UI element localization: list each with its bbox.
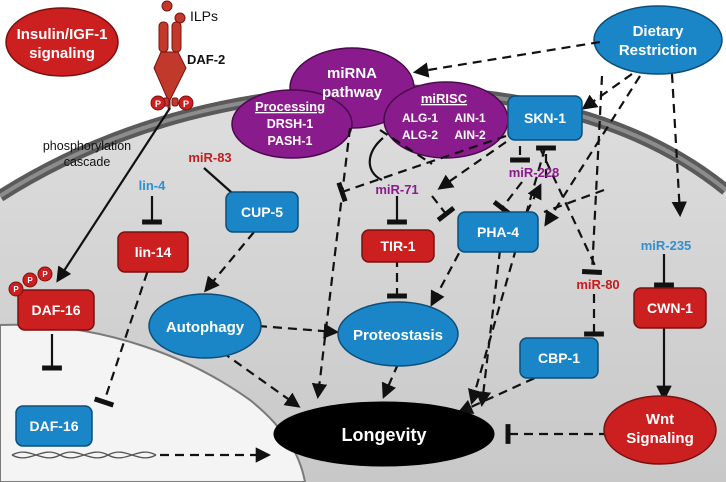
daf16-nuclear-label: DAF-16 — [29, 418, 78, 434]
daf16-label: DAF-16 — [31, 302, 80, 318]
svg-text:P: P — [155, 99, 161, 109]
pathway-edges — [42, 107, 674, 402]
dietary-label-2: Restriction — [619, 42, 697, 59]
insulin-signaling-node — [5, 7, 119, 77]
mir80-label: miR-80 — [576, 277, 619, 292]
daf2-receptor-icon — [153, 21, 187, 109]
edge-dr-mir80 — [581, 75, 604, 275]
lin14-label: lin-14 — [135, 244, 172, 260]
dna-icon — [11, 451, 157, 459]
wnt-label-2: Signaling — [626, 430, 694, 447]
edge-proteostasis-longevity — [381, 363, 400, 399]
cwn1-label: CWN-1 — [647, 300, 693, 316]
edge-mirisc-mir71 — [368, 137, 384, 181]
daf16-phospho-icon: P P P — [8, 266, 53, 297]
phospho-cascade-label-2: cascade — [64, 155, 111, 169]
processing-title: Processing — [255, 99, 325, 114]
skn1-box — [507, 95, 583, 141]
proteostasis-label: Proteostasis — [353, 327, 443, 344]
svg-text:P: P — [27, 276, 33, 285]
ilp-icon — [161, 0, 186, 24]
edge-skn1-mir80 — [539, 147, 599, 273]
svg-text:P: P — [13, 285, 19, 294]
ilps-label: ILPs — [190, 8, 218, 24]
wnt-signaling-node — [603, 395, 717, 465]
edge-dr-skn1 — [581, 73, 633, 110]
pha4-label: PHA-4 — [477, 224, 519, 240]
autophagy-label: Autophagy — [166, 319, 245, 336]
longevity-node — [273, 401, 495, 467]
cwn1-box — [633, 287, 707, 329]
processing-pash1: PASH-1 — [268, 134, 313, 148]
mir235-label: miR-235 — [641, 238, 692, 253]
cbp1-box — [519, 337, 599, 379]
edge-skn1-mir71 — [437, 141, 507, 190]
edge-dr-mir235 — [670, 73, 687, 218]
daf16-nuclear-box — [15, 405, 93, 447]
lin4-label: lin-4 — [139, 178, 166, 193]
mir71-label: miR-71 — [375, 182, 418, 197]
autophagy-node — [148, 293, 262, 359]
insulin-label-2: signaling — [29, 45, 95, 62]
edge-lin14-daf16n — [93, 257, 154, 408]
mirisc-ain1: AIN-1 — [454, 111, 486, 125]
daf16-box — [17, 289, 95, 331]
mirisc-ain2: AIN-2 — [454, 128, 486, 142]
edge-autophagy-longevity — [221, 351, 301, 408]
svg-text:P: P — [42, 270, 48, 279]
edge-mirna-longevity-2 — [379, 129, 433, 165]
edge-pha4-proteostasis — [430, 239, 467, 307]
dietary-restriction-node — [593, 5, 723, 75]
mir228-label: miR-228 — [509, 165, 560, 180]
edge-pha4-longevity — [475, 249, 502, 408]
cup5-label: CUP-5 — [241, 204, 283, 220]
daf2-label: DAF-2 — [187, 52, 225, 67]
lin14-box — [117, 231, 189, 273]
edge-mir228-pha4 — [492, 181, 523, 216]
mirna-label-1: miRNA — [327, 65, 377, 82]
edge-dr-cbp1-back — [543, 188, 605, 214]
tir1-label: TIR-1 — [381, 238, 416, 254]
phospho-cascade-label-1: phosphorylation — [43, 139, 131, 153]
mir83-label: miR-83 — [188, 150, 231, 165]
insulin-label-1: Insulin/IGF-1 — [17, 26, 108, 43]
edge-mir71-pha4 — [431, 195, 456, 223]
pathway-dashed-edges — [93, 40, 687, 463]
wnt-label-1: Wnt — [646, 411, 674, 428]
mirna-label-2: pathway — [322, 84, 383, 101]
proteostasis-node — [337, 301, 459, 367]
svg-text:P: P — [183, 99, 189, 109]
longevity-label: Longevity — [341, 425, 426, 445]
edge-daf2-daf16 — [56, 107, 171, 283]
pha4-box — [457, 211, 539, 253]
mirisc-alg2: ALG-2 — [402, 128, 438, 142]
edge-dr-mirna — [412, 40, 601, 78]
mirisc-alg1: ALG-1 — [402, 111, 438, 125]
mirna-pathway-node — [231, 47, 509, 159]
dietary-label-1: Dietary — [633, 23, 685, 40]
cup5-box — [225, 191, 299, 233]
skn1-label: SKN-1 — [524, 110, 566, 126]
processing-drsh1: DRSH-1 — [267, 117, 314, 131]
cbp1-label: CBP-1 — [538, 350, 580, 366]
mirisc-title: miRISC — [421, 91, 468, 106]
edge-cup5-autophagy — [204, 231, 255, 293]
edge-autophagy-proteostasis — [257, 323, 340, 339]
tir1-box — [361, 229, 435, 263]
phospho-site-icon: P P — [150, 95, 194, 111]
